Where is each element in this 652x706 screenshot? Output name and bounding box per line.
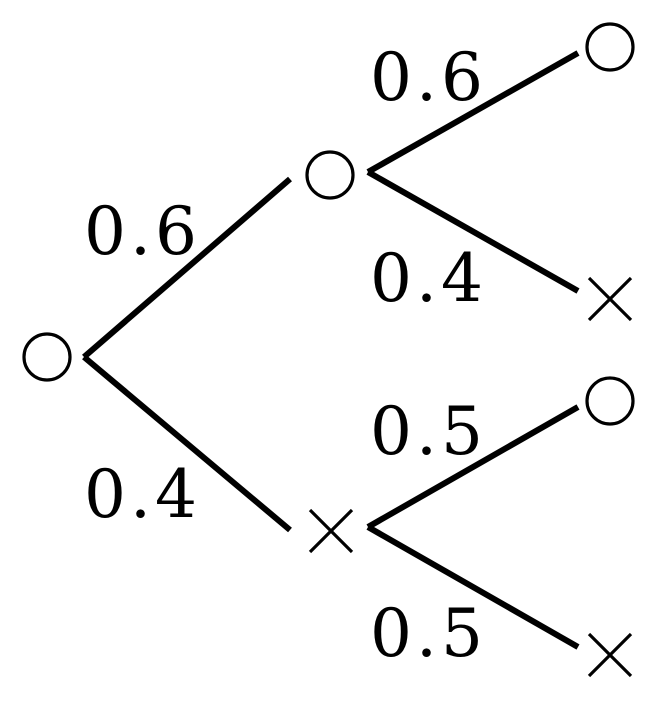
stage1-outcome-circle-icon bbox=[305, 150, 355, 200]
edge-circle-to-circle bbox=[366, 50, 580, 175]
edge-root-to-cross bbox=[82, 354, 292, 533]
edge-circle-to-cross bbox=[366, 169, 580, 294]
prob-label-cross-to-circle: 0.5 bbox=[370, 393, 487, 470]
stage2-bottom-outcome-circle-icon bbox=[585, 376, 635, 426]
stage2-top-outcome-circle-icon bbox=[585, 22, 635, 72]
edge-cross-to-cross bbox=[366, 524, 580, 650]
root-outcome-circle-icon bbox=[22, 332, 72, 382]
stage1-outcome-cross-icon bbox=[308, 508, 354, 554]
edge-root-to-circle bbox=[82, 176, 292, 360]
prob-label-root-to-cross: 0.4 bbox=[84, 456, 201, 533]
stage2-top-outcome-cross-icon bbox=[587, 276, 633, 322]
prob-label-root-to-circle: 0.6 bbox=[84, 193, 201, 270]
prob-label-cross-to-cross: 0.5 bbox=[370, 595, 487, 672]
prob-label-circle-to-cross: 0.4 bbox=[370, 240, 487, 317]
prob-label-circle-to-circle: 0.6 bbox=[370, 39, 487, 116]
edge-cross-to-circle bbox=[366, 404, 580, 530]
stage2-bottom-outcome-cross-icon bbox=[587, 632, 633, 678]
